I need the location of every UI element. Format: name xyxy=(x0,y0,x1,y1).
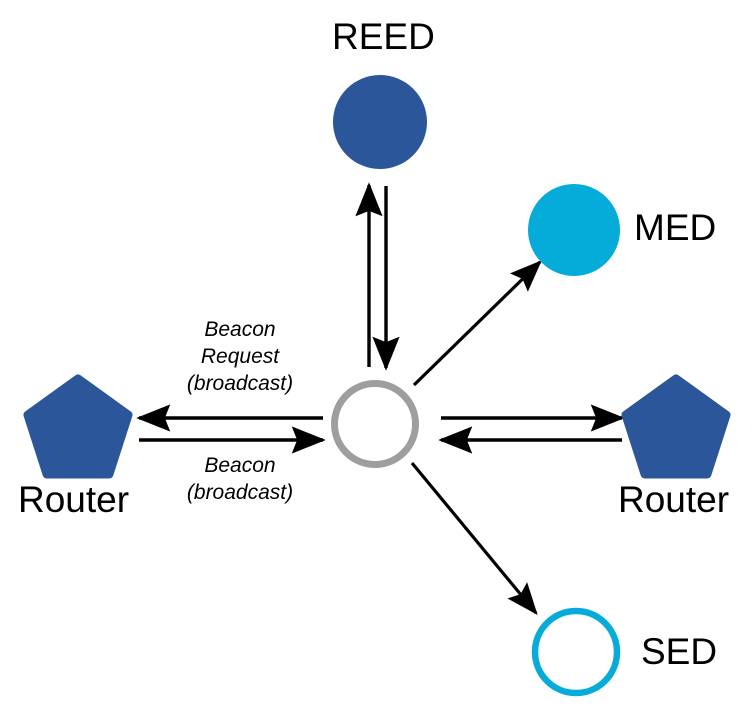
node-label-sed: SED xyxy=(641,631,718,672)
node-center[interactable] xyxy=(331,380,419,468)
node-label-router-left: Router xyxy=(18,479,130,520)
node-label-router-right: Router xyxy=(618,479,730,520)
node-router-left[interactable] xyxy=(23,374,133,479)
node-label-med: MED xyxy=(634,207,717,248)
edge-center-to-sed xyxy=(410,461,538,615)
node-router-right[interactable] xyxy=(621,374,731,479)
node-label-reed: REED xyxy=(332,16,435,57)
node-sed[interactable] xyxy=(531,607,621,697)
node-med[interactable] xyxy=(528,184,620,276)
edge-center-to-med xyxy=(412,260,542,387)
node-reed[interactable] xyxy=(333,75,427,169)
edge-label-beacon: Beacon (broadcast) xyxy=(186,454,294,504)
edge-label-beacon-request: Beacon Request (broadcast) xyxy=(186,318,294,395)
